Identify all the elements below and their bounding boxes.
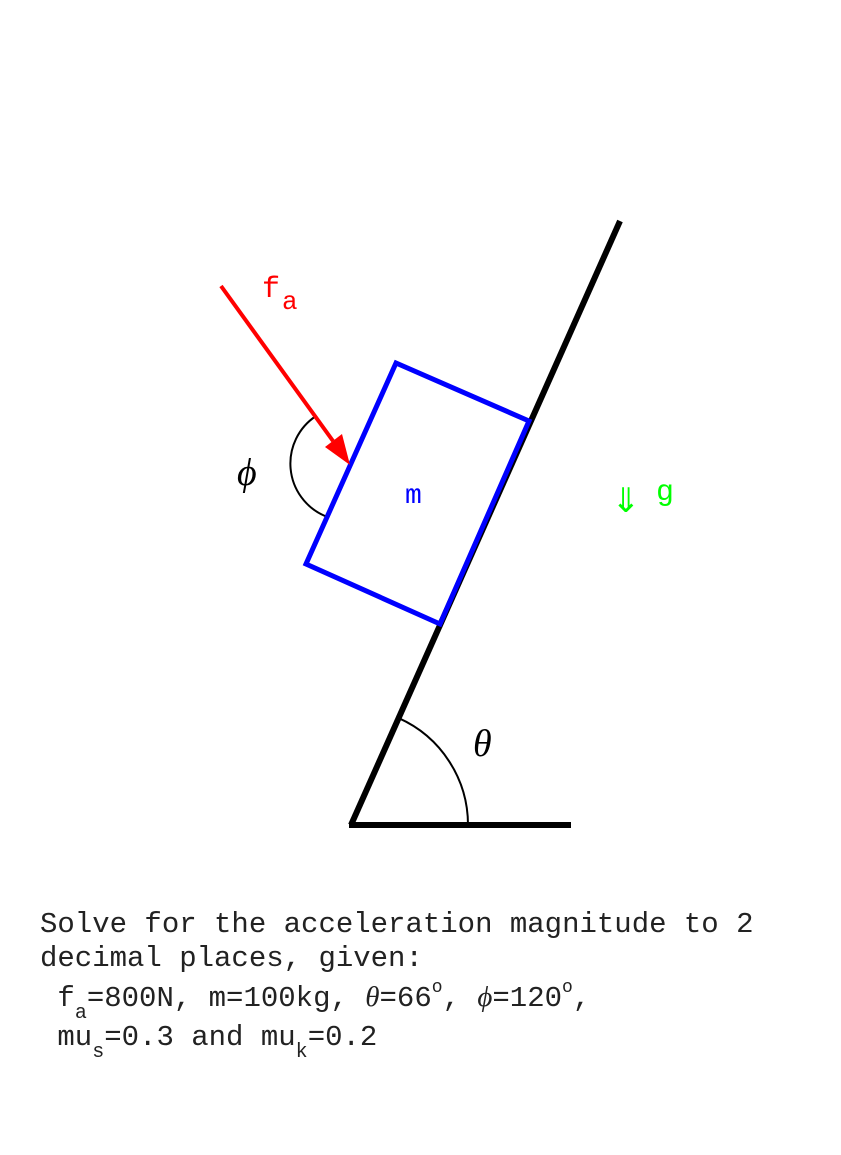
force-arrow-head bbox=[325, 434, 350, 465]
theta-arc bbox=[398, 717, 469, 826]
gravity-arrow-icon: ⇓ bbox=[612, 474, 640, 526]
force-arrow-shaft bbox=[219, 284, 335, 443]
problem-line-1: Solve for the acceleration magnitude to … bbox=[40, 908, 754, 941]
problem-line-4: mus=0.3 and muk=0.2 bbox=[40, 1021, 377, 1064]
theta-label: θ bbox=[473, 723, 492, 765]
mass-label: m bbox=[405, 481, 422, 512]
mass-block bbox=[302, 359, 533, 628]
gravity-label: g bbox=[656, 476, 674, 510]
problem-statement: Solve for the acceleration magnitude to … bbox=[40, 908, 754, 1064]
phi-arc bbox=[289, 415, 326, 517]
problem-line-2: decimal places, given: bbox=[40, 942, 423, 975]
phi-label: ϕ bbox=[237, 452, 257, 494]
problem-line-3: fa=800N, m=100kg, θ=66o, ϕ=120o, bbox=[40, 978, 590, 1025]
force-label: fa bbox=[262, 273, 298, 317]
